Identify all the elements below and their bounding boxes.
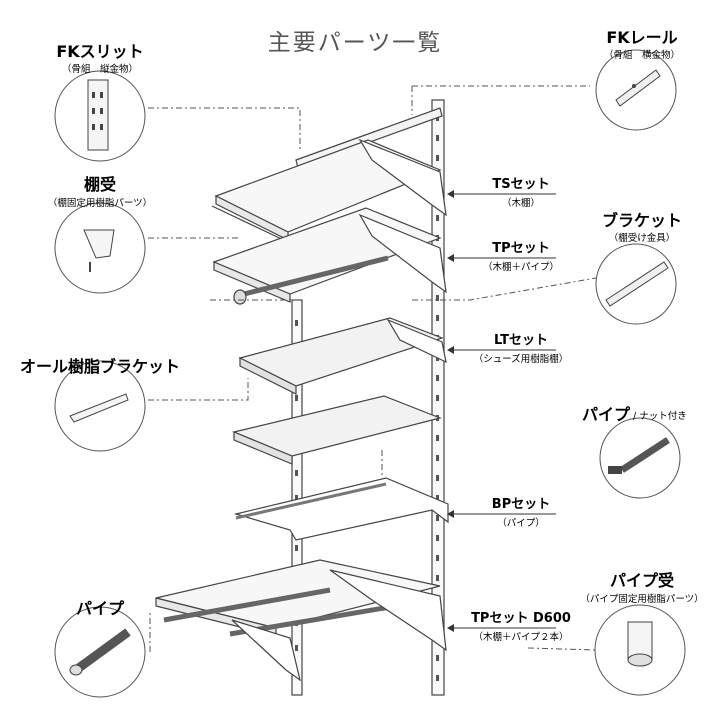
detail-fk-slit: [54, 70, 146, 162]
sub-tanauke: （棚固定用樹脂パーツ）: [48, 197, 152, 209]
detail-all-resin-bracket: [54, 360, 146, 452]
label-fk-rail: FKレール: [606, 28, 677, 47]
label-pipe-nut: パイプ: [582, 405, 631, 424]
set-sub-tp: （木棚＋パイプ）: [483, 261, 559, 273]
shelf-tp: [212, 207, 447, 305]
set-label-bp: BPセット: [492, 497, 550, 512]
shelving-unit: [155, 99, 449, 696]
set-sub-lt: （シューズ用樹脂棚）: [474, 353, 569, 365]
set-sub-bp: （パイプ）: [497, 517, 545, 529]
set-pointer-lines: [447, 190, 556, 632]
set-sub-ts: （木棚）: [502, 197, 540, 209]
label-pipe-uke: パイプ受: [610, 571, 674, 590]
detail-pipe-nut: [599, 417, 681, 499]
sub-fk-rail: （骨組 横金物）: [604, 49, 680, 61]
shelf-tp-d600: [155, 559, 447, 682]
label-pipe: パイプ: [76, 599, 125, 618]
set-sub-tp-d600: （木棚＋パイプ２本）: [473, 631, 568, 643]
detail-fk-rail: [595, 49, 677, 131]
label-tanauke: 棚受: [84, 175, 116, 194]
sub-bracket: （棚受け金具）: [609, 232, 676, 244]
shelf-bp: [233, 477, 449, 541]
set-label-tp-d600: TPセット D600: [471, 611, 571, 626]
detail-pipe-uke: [594, 604, 686, 696]
label-pipe-nut-suffix: / ナット付き: [633, 411, 687, 422]
shelf-lt-lower: [232, 395, 442, 465]
detail-tanauke: [54, 202, 146, 294]
sub-pipe-uke: （パイプ固定用樹脂パーツ）: [580, 593, 703, 605]
leader-lines: [148, 85, 597, 652]
label-bracket: ブラケット: [602, 211, 682, 230]
set-label-tp: TPセット: [492, 241, 549, 256]
set-label-ts: TSセット: [492, 177, 549, 192]
shelf-lt: [238, 317, 447, 395]
label-all-resin-bracket: オール樹脂ブラケット: [20, 357, 180, 376]
set-label-lt: LTセット: [494, 333, 548, 348]
detail-bracket: [595, 243, 677, 325]
detail-pipe: [54, 606, 146, 698]
label-fk-slit: FKスリット: [56, 42, 143, 61]
sub-fk-slit: （骨組 縦金物）: [62, 63, 138, 75]
shelf-ts: [211, 138, 447, 245]
page-title: 主要パーツ一覧: [268, 30, 443, 56]
